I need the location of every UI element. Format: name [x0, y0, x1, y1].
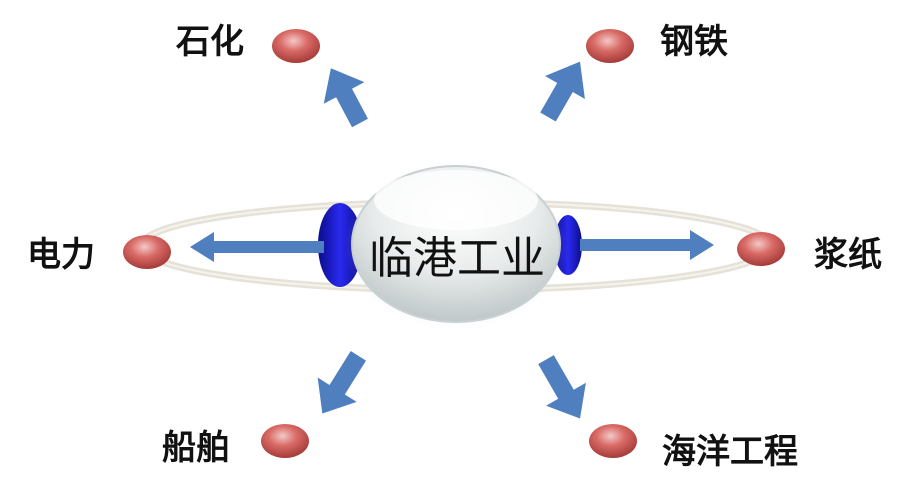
node-dot-dianli [123, 235, 171, 269]
arrow-to-shihua [323, 68, 368, 128]
node-dot-jiangzhi [737, 232, 785, 266]
node-label-dianli: 电力 [27, 235, 95, 275]
arrow-to-dianli [190, 232, 324, 262]
node-label-jiangzhi: 浆纸 [814, 235, 882, 275]
node-dot-chuanbo [261, 424, 309, 458]
node-dot-haiyang [589, 424, 637, 458]
node-label-gangtie: 钢铁 [660, 22, 728, 62]
arrow-to-chuanbo [317, 351, 366, 414]
hub-label: 临港工业 [369, 233, 545, 284]
node-label-haiyang: 海洋工程 [662, 432, 798, 472]
arrow-to-haiyang [538, 355, 586, 419]
node-label-shihua: 石化 [176, 22, 244, 62]
node-label-chuanbo: 船舶 [162, 428, 230, 468]
node-dot-shihua [272, 29, 320, 63]
node-dot-gangtie [586, 29, 634, 63]
arrow-to-gangtie [540, 61, 585, 122]
hub-highlight [374, 170, 538, 230]
arrow-to-jiangzhi [580, 230, 714, 260]
